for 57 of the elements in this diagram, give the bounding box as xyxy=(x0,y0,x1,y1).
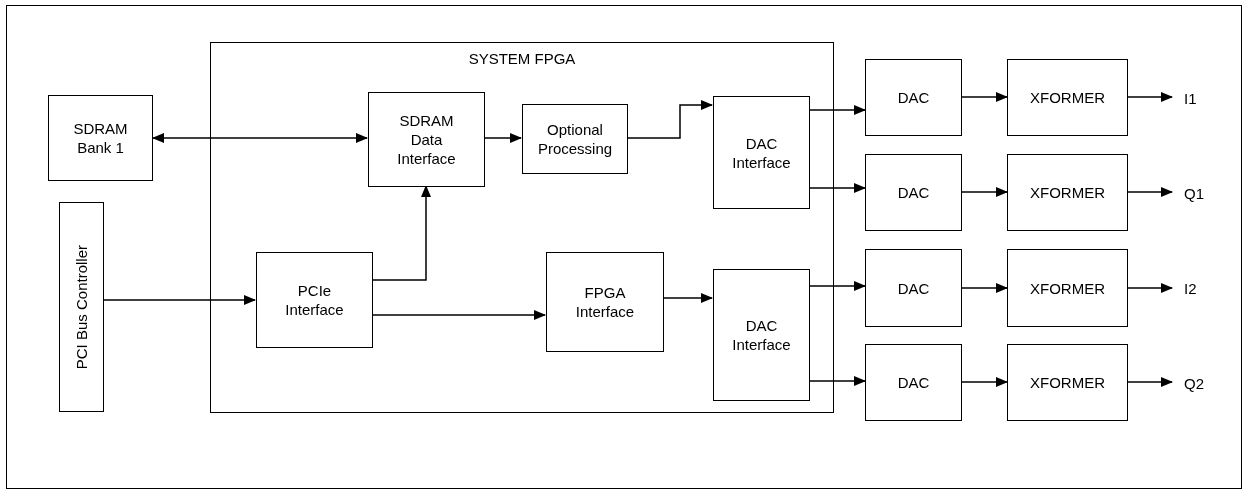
arrow xyxy=(483,133,522,143)
arrow xyxy=(808,281,866,291)
block-label: XFORMER xyxy=(1030,373,1105,392)
arrow xyxy=(961,283,1008,293)
arrow xyxy=(1127,377,1173,387)
block-box xyxy=(522,104,628,174)
fpga-container xyxy=(210,42,834,413)
block-box xyxy=(368,92,485,187)
arrow xyxy=(961,377,1008,387)
arrow xyxy=(662,293,713,303)
block-box xyxy=(59,202,104,412)
block-box xyxy=(1007,59,1128,136)
block-label: DAC xyxy=(897,88,930,107)
arrow xyxy=(1127,187,1173,197)
block-label: XFORMER xyxy=(1030,278,1105,298)
block-label: XFORMER xyxy=(1030,183,1105,202)
arrow xyxy=(371,185,431,281)
arrow xyxy=(152,133,368,143)
block-box xyxy=(865,249,962,327)
block-label: PCI Bus Controller xyxy=(72,244,91,370)
block-box xyxy=(256,252,373,348)
container-heading: SYSTEM FPGA xyxy=(468,49,576,68)
arrow xyxy=(961,187,1008,197)
block-label: Optional Processing xyxy=(536,120,614,158)
output-label: Q1 xyxy=(1184,183,1204,203)
block-box xyxy=(865,59,962,136)
block-label: DAC xyxy=(897,183,930,202)
block-box xyxy=(865,154,962,231)
arrow xyxy=(961,92,1008,102)
output-label: I2 xyxy=(1184,278,1197,298)
arrow xyxy=(103,295,256,305)
block-label: FPGA Interface xyxy=(574,283,636,321)
output-label: I1 xyxy=(1184,88,1197,108)
arrow xyxy=(626,100,713,139)
block-label: SDRAM Data Interface xyxy=(396,111,457,168)
arrow xyxy=(1127,283,1173,293)
block-box xyxy=(1007,249,1128,327)
block-label: DAC Interface xyxy=(731,316,792,354)
arrow xyxy=(1127,92,1173,102)
block-label: DAC xyxy=(897,373,930,392)
block-box xyxy=(713,269,810,401)
block-box xyxy=(1007,154,1128,231)
arrow xyxy=(808,105,866,115)
block-box xyxy=(48,95,153,181)
block-label: PCIe Interface xyxy=(284,281,345,319)
block-label: DAC xyxy=(897,278,930,298)
block-box xyxy=(713,96,810,209)
block-box xyxy=(865,344,962,421)
block-label: DAC Interface xyxy=(731,133,792,172)
block-label: XFORMER xyxy=(1030,88,1105,107)
block-box xyxy=(1007,344,1128,421)
arrow xyxy=(371,310,546,320)
block-label: SDRAM Bank 1 xyxy=(72,119,129,157)
output-label: Q2 xyxy=(1184,373,1204,393)
arrow xyxy=(808,376,866,386)
arrow xyxy=(808,183,866,193)
block-box xyxy=(546,252,664,352)
